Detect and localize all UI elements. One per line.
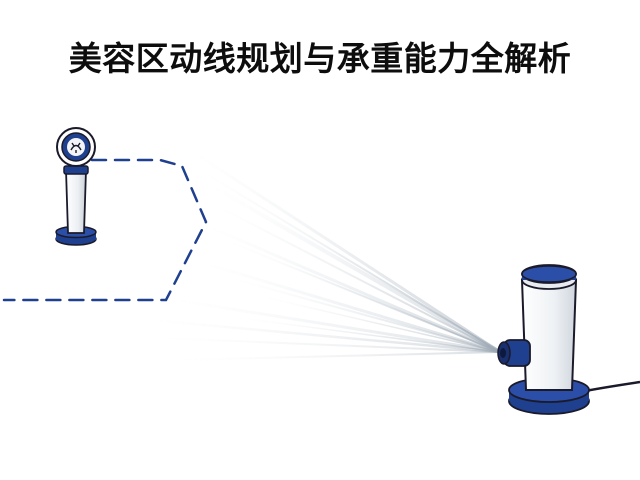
spray-nozzle-device-icon: [497, 264, 640, 415]
sensor-post-icon: [55, 127, 97, 246]
spray-mist-icon: [138, 148, 502, 361]
page-title: 美容区动线规划与承重能力全解析: [68, 39, 572, 78]
walkway-path-icon: [2, 158, 208, 302]
